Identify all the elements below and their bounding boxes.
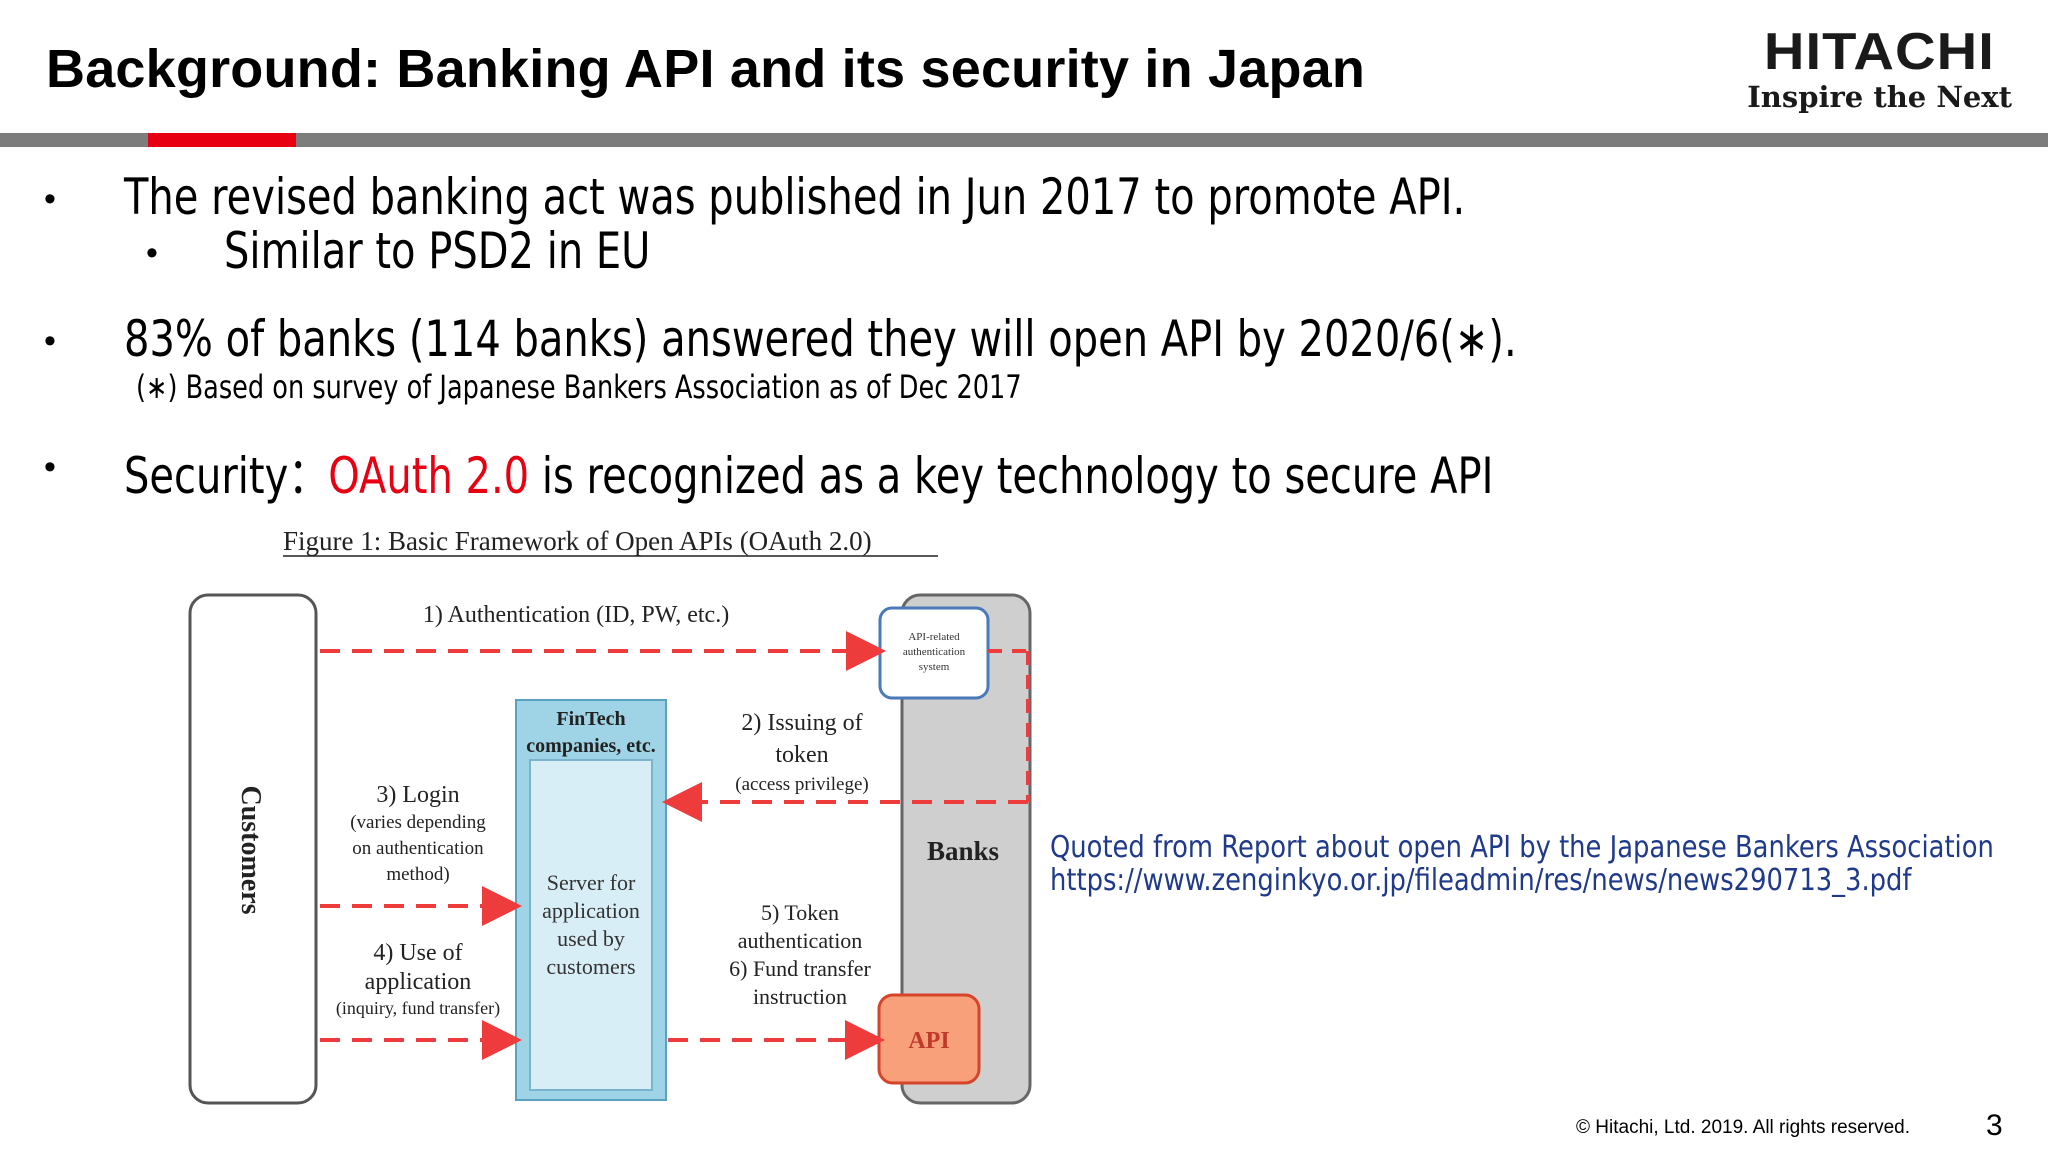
server-label-1: Server for [547,870,636,895]
server-label-2: application [542,898,640,923]
step5-label-1: 5) Token [761,900,839,925]
server-label-4: customers [546,954,635,979]
page-number: 3 [1986,1109,2003,1142]
figure-caption: Figure 1: Basic Framework of Open APIs (… [283,526,872,556]
step2-label-3: (access privilege) [735,774,868,795]
step3-label-1: 3) Login [376,782,459,808]
step2-label-2: token [775,742,828,768]
hitachi-logo: HITACHI Inspire the Next [1747,26,2012,114]
header-rule-accent [148,133,296,147]
slide-title: Background: Banking API and its security… [46,39,1366,99]
step3-label-4: method) [386,864,449,885]
customers-label: Customers [235,785,266,914]
step3-label-2: (varies depending [350,812,486,833]
bullet-dot: • [44,180,56,218]
step4-label-1: 4) Use of [373,940,462,966]
oauth-framework-figure: Figure 1: Basic Framework of Open APIs (… [188,526,1032,1105]
logo-wordmark: HITACHI [1764,23,1996,81]
step5-label-2: authentication [738,928,863,953]
logo-tagline: Inspire the Next [1747,80,2012,114]
fintech-label-1: FinTech [556,708,625,730]
bullet-revised-act: The revised banking act was published in… [124,168,1466,226]
copyright-footer: © Hitachi, Ltd. 2019. All rights reserve… [1576,1117,1910,1138]
security-label: Security： [124,447,329,505]
bullet-security: Security：OAuth 2.0 is recognized as a ke… [124,436,1493,508]
bullet-dot: • [146,234,158,272]
bullet-dot: • [44,322,56,360]
auth-system-label-3: system [919,661,950,673]
step6-label-2: instruction [753,984,847,1009]
auth-system-label-2: authentication [903,646,966,658]
quote-source: Quoted from Report about open API by the… [1050,830,1994,865]
bullet-dot: • [44,448,56,486]
quote-url[interactable]: https://www.zenginkyo.or.jp/fileadmin/re… [1050,863,1912,898]
bullet-survey: 83% of banks (114 banks) answered they w… [124,310,1517,368]
banks-box [900,593,1032,1105]
oauth-highlight: OAuth 2.0 [328,447,530,505]
server-label-3: used by [557,926,625,951]
customers-box [188,593,318,1105]
security-text: is recognized as a key technology to sec… [529,447,1494,505]
step4-label-2: application [365,969,472,995]
fintech-label-2: companies, etc. [526,735,655,757]
step4-label-3: (inquiry, fund transfer) [336,998,500,1019]
step1-label: 1) Authentication (ID, PW, etc.) [423,602,729,628]
survey-footnote: (∗) Based on survey of Japanese Bankers … [136,368,1022,406]
step6-label-1: 6) Fund transfer [729,956,871,981]
api-label: API [908,1028,949,1054]
auth-system-label-1: API-related [908,631,960,643]
server-box [529,759,653,1091]
step2-label-1: 2) Issuing of [741,710,862,736]
sub-bullet-psd2: Similar to PSD2 in EU [224,222,651,280]
step3-label-3: on authentication [352,838,484,859]
header-rule [0,133,2048,147]
banks-label: Banks [927,836,999,866]
